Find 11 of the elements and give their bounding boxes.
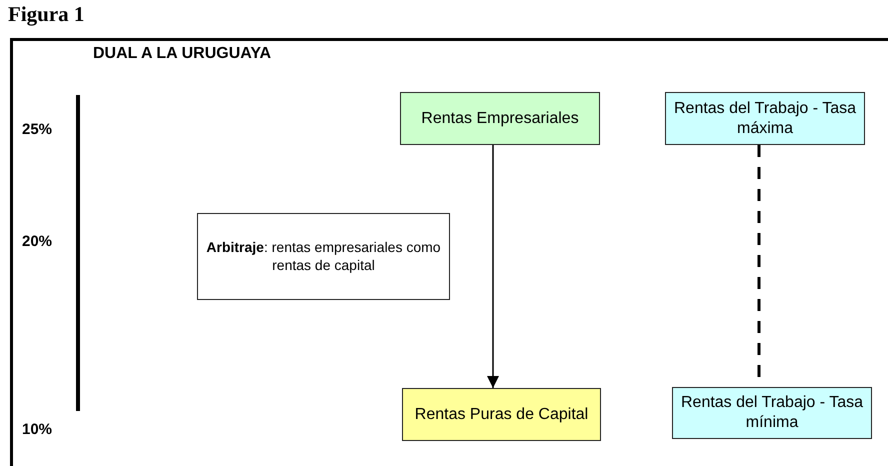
rate-label: 25%	[22, 121, 52, 138]
category-box: Rentas Puras de Capital	[402, 388, 601, 441]
category-box: Rentas del Trabajo - Tasa máxima	[665, 92, 865, 145]
note-box: Arbitraje: rentas empresariales como rentas de capital	[197, 213, 450, 300]
category-box: Rentas Empresariales	[400, 92, 600, 145]
rate-label: 20%	[22, 233, 52, 250]
category-box: Rentas del Trabajo - Tasa mínima	[672, 387, 872, 439]
arrow	[487, 145, 499, 388]
figure-title: Figura 1	[8, 2, 84, 27]
rate-label: 10%	[22, 421, 52, 438]
diagram-heading: DUAL A LA URUGUAYA	[93, 45, 272, 63]
